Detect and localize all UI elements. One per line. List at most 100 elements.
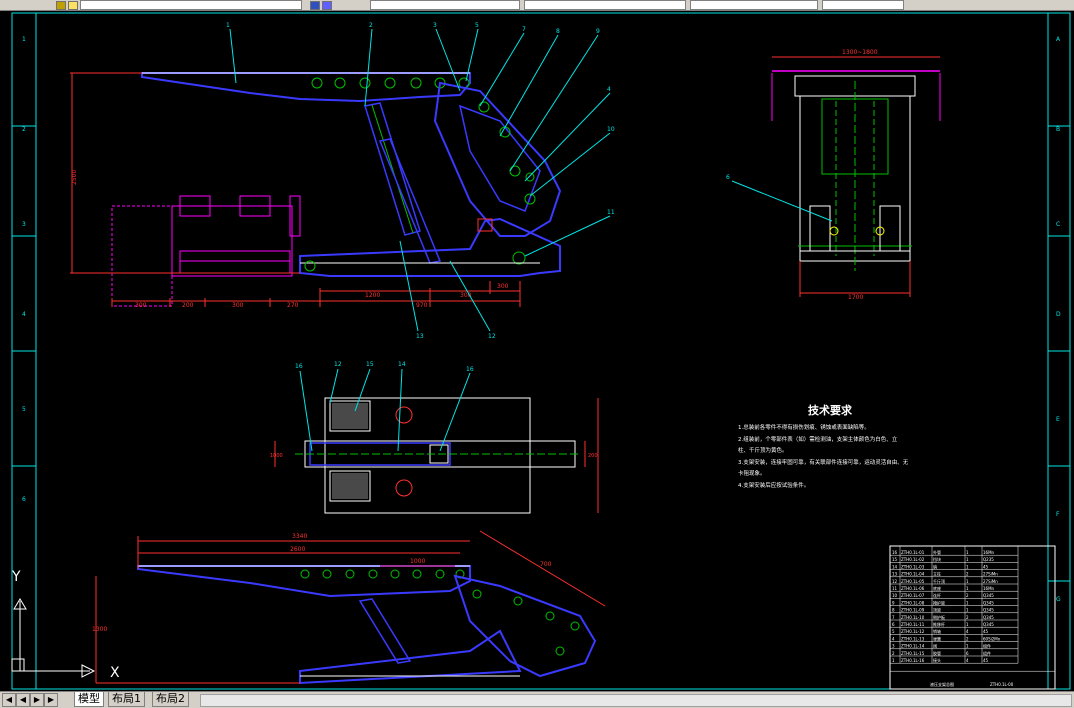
table-cell: 9 [892,600,895,605]
balloon-label: 1 [226,22,230,29]
dim-text: 1700 [848,294,863,301]
color-combo[interactable] [370,0,520,10]
side-view-bottom: 3340 2600 1000 1300 700 [92,530,606,685]
table-cell: 2 [966,636,969,641]
table-cell: 45 [983,629,989,634]
tech-title: 技术要求 [808,403,853,417]
table-cell: 4 [966,658,969,663]
last-tab-button[interactable]: ▶ [44,693,58,707]
linetype-combo[interactable] [524,0,686,10]
table-cell: ZTH0.1L-16 [901,658,925,663]
balloon-label: 4 [607,86,611,93]
border-letter: E [1056,416,1060,423]
table-cell: 1 [966,550,969,555]
table-cell: 1 [966,608,969,613]
horizontal-scrollbar[interactable] [200,694,1072,707]
table-cell: 1 [966,622,969,627]
make-current-icon[interactable] [310,1,320,10]
table-cell: 挡块 [933,556,941,562]
border-number: 4 [22,311,26,318]
drawing-frame [11,12,1071,690]
border-letter: B [1056,126,1060,133]
table-cell: 15 [892,557,898,562]
table-cell: ZTH0.1L-09 [901,608,925,613]
table-cell: 2 [966,615,969,620]
balloon-label: 12 [334,361,342,368]
balloon-label: 2 [369,22,373,29]
border-number: 1 [22,36,26,43]
table-cell: 侧护板 [933,614,945,620]
layer-icon[interactable] [56,1,66,10]
table-cell: ZTH0.1L-15 [901,651,925,656]
table-cell: 12 [892,579,898,584]
table-cell: 1 [966,564,969,569]
tech-line: 4.支架安装后应按试验条件。 [738,481,809,489]
balloon-label: 14 [398,361,406,368]
table-cell: 组件 [983,643,991,649]
plan-view: 200 1000 16 12 15 14 16 [270,361,599,514]
balloon-label: 12 [488,333,496,340]
border-letter: G [1056,596,1061,603]
tech-line: 2.组装前，个零部件表（如）需检测油，支架主体颜色为白色、立 [738,435,898,443]
table-cell: Q235 [983,557,994,562]
table-cell: Q345 [983,608,994,613]
table-cell: 销 [933,563,937,569]
dim-text: 2500 [71,170,78,185]
dim-text: 200 [182,302,194,309]
table-cell: Q345 [983,615,994,620]
table-cell: 13 [892,572,898,577]
border-letters-right: A B C D E F G 1 2 3 4 5 6 [22,36,1061,603]
balloon-label: 16 [295,363,303,370]
table-cell: 接头 [933,657,941,663]
table-cell: 7 [892,615,895,620]
dim-text: 1300 [92,626,107,633]
ucs-icon: Y X [11,569,120,681]
border-number: 5 [22,406,26,413]
dim-text: 1300~1800 [842,49,878,56]
border-letter: A [1056,36,1061,43]
plotstyle-combo[interactable] [822,0,904,10]
table-cell: ZTH0.1L-07 [901,593,925,598]
tech-line: 柱、千斤顶为黄色。 [738,446,788,454]
table-cell: 45 [983,658,989,663]
table-cell: ZTH0.1L-03 [901,564,925,569]
balloon-label: 11 [607,209,615,216]
dim-text: 700 [540,561,552,568]
table-cell: ZTH0.1L-04 [901,572,925,577]
lineweight-combo[interactable] [690,0,818,10]
tab-layout1[interactable]: 布局1 [108,692,145,707]
table-cell: ZTH0.1L-05 [901,579,925,584]
dim-text: 1000 [270,453,283,459]
balloon-label: 16 [466,366,474,373]
border-number: 6 [22,496,26,503]
table-cell: 千斤顶 [933,578,945,584]
next-tab-button[interactable]: ▶ [30,693,44,707]
dim-text: 300 [497,283,509,290]
tab-layout2[interactable]: 布局2 [152,692,189,707]
table-cell: 6 [892,622,895,627]
table-cell: 1 [966,586,969,591]
dim-text: 300 [232,302,244,309]
border-letter: D [1056,311,1061,318]
dim-text: 3340 [292,533,307,540]
layer-combo[interactable] [80,0,302,10]
table-cell: 底座 [933,585,941,591]
table-cell: 27SiMn [983,572,998,577]
dim-text: 1000 [410,558,425,565]
drawing-number: ZTH0.1L-00 [990,682,1014,687]
table-cell: 16Mn [983,550,995,555]
ucs-x-label: X [110,665,120,681]
table-cell: 顶梁 [933,607,941,613]
layer-state-icon[interactable] [68,1,78,10]
table-cell: Q345 [983,600,994,605]
first-tab-button[interactable]: ◀ [2,693,16,707]
model-space-canvas[interactable]: A B C D E F G 1 2 3 4 5 6 [0,11,1074,691]
prev-tab-button[interactable]: ◀ [16,693,30,707]
table-cell: 1 [966,600,969,605]
table-cell: 16Mn [983,586,995,591]
front-view: 6 1300~1800 1700 [726,49,941,301]
table-cell: 立柱 [933,571,941,577]
tab-model[interactable]: 模型 [74,692,104,707]
border-letter: F [1056,511,1060,518]
layer-prev-icon[interactable] [322,1,332,10]
